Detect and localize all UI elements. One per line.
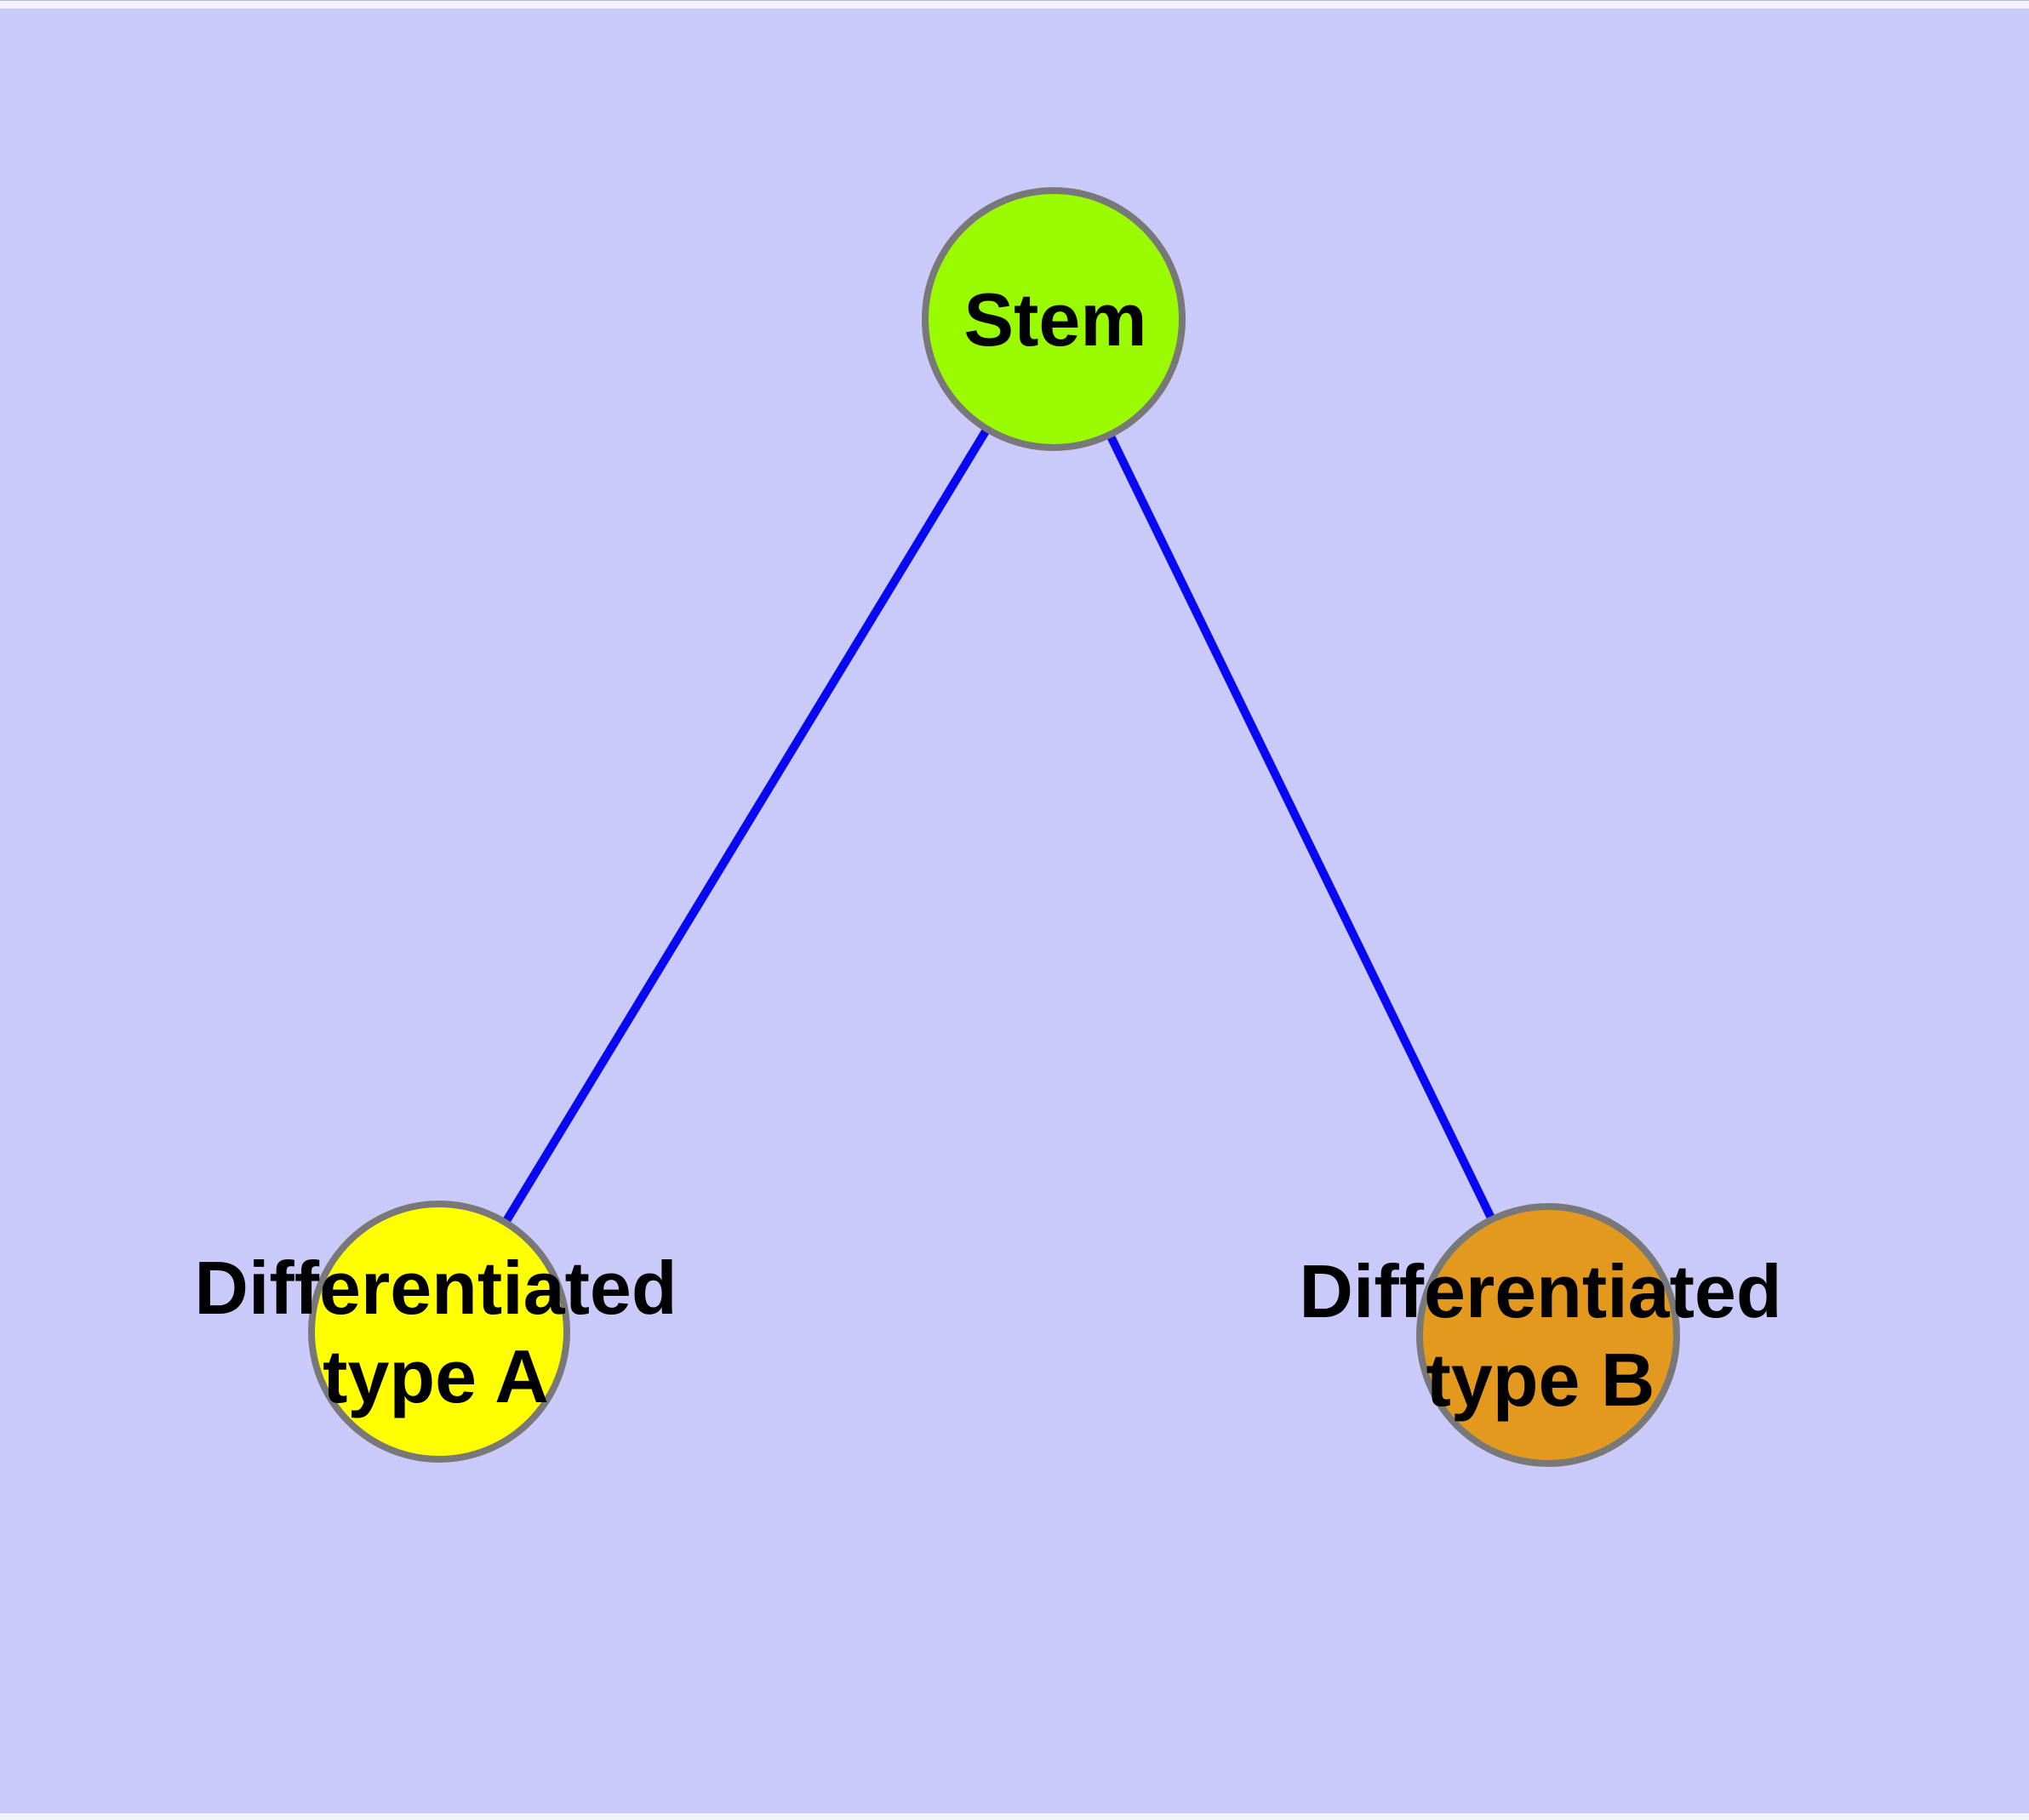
edge-stem-to-type-b [1049,317,1552,1338]
node-differentiated-type-b [1416,1203,1680,1467]
node-differentiated-type-a [308,1201,570,1463]
edge-stem-to-type-a [435,317,1058,1334]
node-stem [922,187,1186,451]
